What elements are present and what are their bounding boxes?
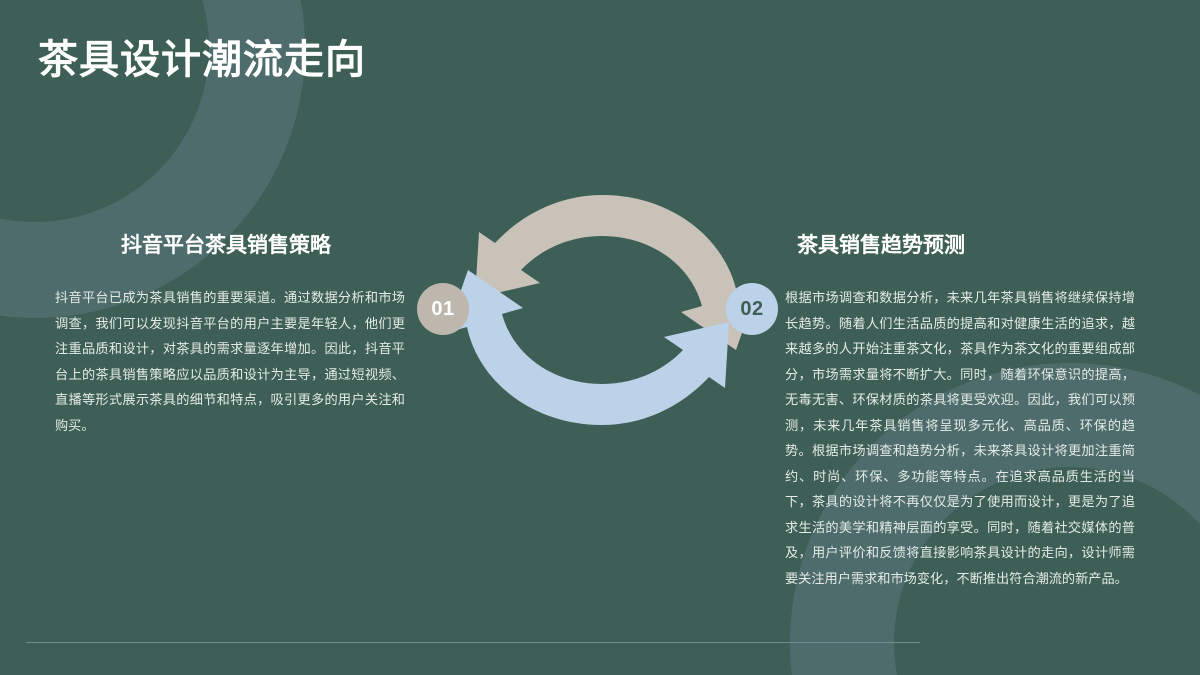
footer-divider [26, 642, 920, 643]
cycle-arrow-top-icon [475, 195, 758, 350]
cycle-badge-02-label: 02 [740, 297, 764, 320]
content-column-left: 抖音平台茶具销售策略 抖音平台已成为茶具销售的重要渠道。通过数据分析和市场调查，… [55, 232, 405, 438]
column-heading-left: 抖音平台茶具销售策略 [121, 234, 331, 257]
column-body-left: 抖音平台已成为茶具销售的重要渠道。通过数据分析和市场调查，我们可以发现抖音平台的… [55, 290, 405, 433]
cycle-arrows-graphic [446, 195, 758, 425]
cycle-diagram [418, 165, 786, 455]
content-column-right: 茶具销售趋势预测 根据市场调查和数据分析，未来几年茶具销售将继续保持增长趋势。随… [785, 232, 1135, 591]
column-heading-right: 茶具销售趋势预测 [797, 234, 965, 257]
column-body-right: 根据市场调查和数据分析，未来几年茶具销售将继续保持增长趋势。随着人们生活品质的提… [785, 290, 1135, 586]
cycle-badge-02[interactable]: 02 [726, 283, 778, 335]
cycle-badge-01[interactable]: 01 [417, 283, 469, 335]
page-title: 茶具设计潮流走向 [38, 38, 366, 82]
cycle-arrow-bottom-icon [446, 270, 729, 425]
cycle-badge-01-label: 01 [431, 297, 455, 320]
